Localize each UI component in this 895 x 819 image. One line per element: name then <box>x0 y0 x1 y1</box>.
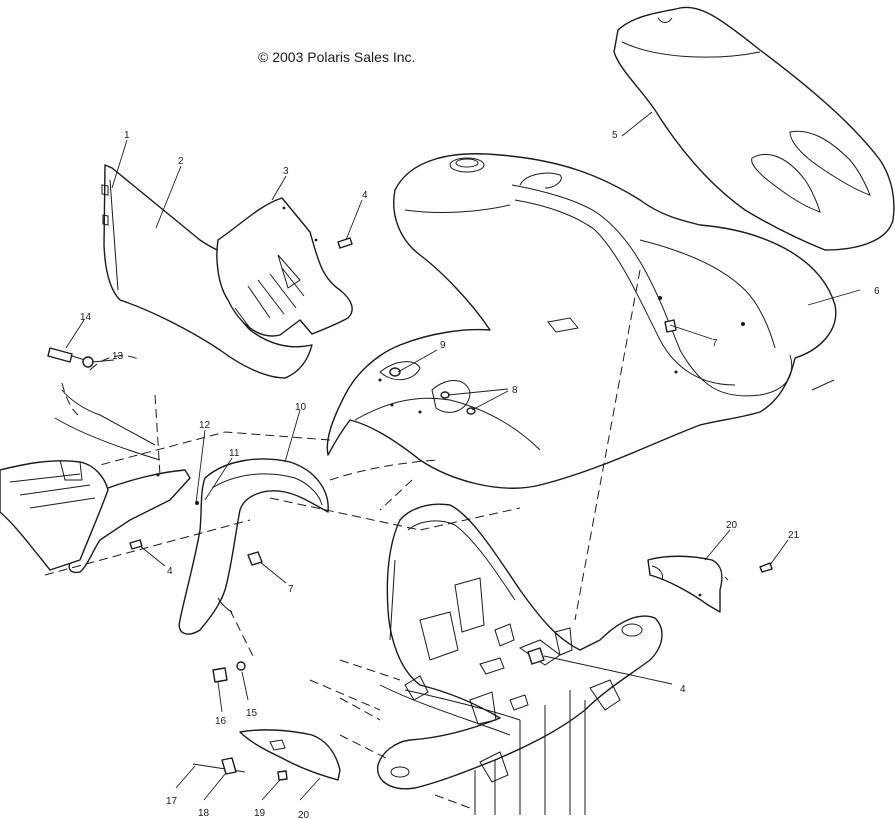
callout-18: 18 <box>198 808 210 819</box>
callout-7-lower: 7 <box>288 584 294 595</box>
callout-21: 21 <box>788 530 800 541</box>
callout-17: 17 <box>166 796 178 807</box>
callout-16: 16 <box>215 716 227 727</box>
callout-2: 2 <box>178 156 184 167</box>
callout-14: 14 <box>80 312 92 323</box>
callout-20-lower: 20 <box>298 810 310 819</box>
callout-1: 1 <box>124 130 130 141</box>
callout-11: 11 <box>229 448 240 459</box>
copyright-text: © 2003 Polaris Sales Inc. <box>258 49 415 65</box>
callout-5: 5 <box>612 130 618 141</box>
callout-19: 19 <box>254 808 266 819</box>
part-5-front-rack-cover <box>613 6 895 251</box>
part-10-fender-flare <box>178 458 329 635</box>
callout-10: 10 <box>295 402 307 413</box>
part-3-vented-panel <box>216 197 353 337</box>
callout-8: 8 <box>512 385 518 396</box>
callouts: 1 2 3 4 4 4 5 6 7 7 8 9 10 11 12 13 14 1… <box>80 130 880 819</box>
left-floorboard <box>0 389 161 571</box>
callout-13: 13 <box>112 351 124 362</box>
callout-15: 15 <box>246 708 258 719</box>
callout-20-right: 20 <box>726 520 738 531</box>
part-20-right-bracket <box>647 555 723 613</box>
part-20-lower-bracket <box>239 729 341 781</box>
callout-12: 12 <box>199 420 211 431</box>
callout-4-right: 4 <box>680 684 686 695</box>
callout-3: 3 <box>283 166 289 177</box>
front-frame <box>377 503 663 815</box>
part-6-front-body <box>326 153 837 489</box>
callout-4-left: 4 <box>167 566 173 577</box>
callout-6: 6 <box>874 286 880 297</box>
callout-9: 9 <box>440 340 446 351</box>
assembly-lines <box>44 269 641 809</box>
leader-lines <box>65 111 861 801</box>
fasteners <box>47 237 773 781</box>
callout-4-upper: 4 <box>362 190 368 201</box>
callout-7-upper: 7 <box>712 338 718 349</box>
